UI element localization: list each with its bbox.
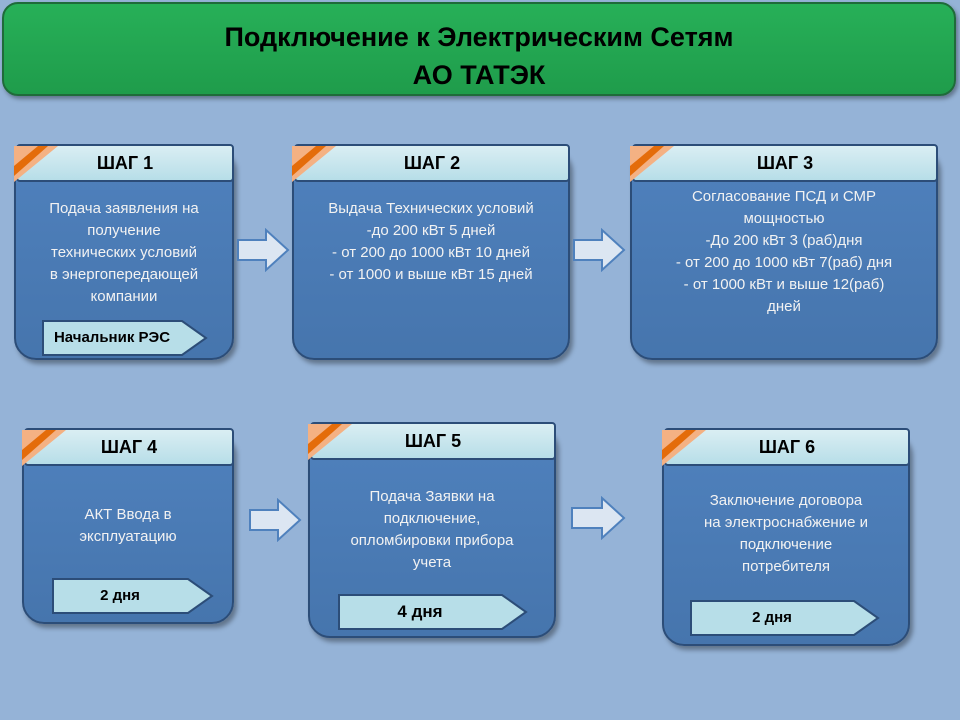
step-1-text: Подача заявления на получение технически… bbox=[49, 200, 199, 305]
step-3-header: ШАГ 3 bbox=[632, 144, 938, 182]
corner-accent-icon bbox=[292, 146, 336, 182]
step-5-text: Подача Заявки на подключение, опломбиров… bbox=[350, 488, 514, 571]
corner-accent-icon bbox=[630, 146, 674, 182]
step-5-title: ШАГ 5 bbox=[404, 431, 462, 451]
step-1-duration-tag: Начальник РЭС bbox=[42, 320, 208, 356]
step-4-tag-label: 2 дня bbox=[100, 587, 140, 604]
corner-accent-icon bbox=[14, 146, 58, 182]
step-5-tag-label: 4 дня bbox=[397, 602, 443, 621]
step-5-card: ШАГ 5 Подача Заявки на подключение, опло… bbox=[308, 422, 556, 638]
step-1-header: ШАГ 1 bbox=[16, 144, 234, 182]
step-1-tag-label: Начальник РЭС bbox=[53, 329, 171, 346]
step-6-title: ШАГ 6 bbox=[758, 437, 816, 457]
step-4-text: АКТ Ввода в эксплуатацию bbox=[79, 506, 177, 545]
step-1-card: ШАГ 1 Подача заявления на получение техн… bbox=[14, 144, 234, 360]
step-2-text: Выдача Технических условий -до 200 кВт 5… bbox=[328, 200, 534, 283]
title-line-2: АО ТАТЭК bbox=[412, 60, 546, 90]
arrow-right-icon bbox=[237, 228, 290, 272]
step-3-text: Согласование ПСД и СМР мощностью -До 200… bbox=[675, 188, 893, 315]
step-4-title: ШАГ 4 bbox=[100, 437, 158, 457]
step-2-header: ШАГ 2 bbox=[294, 144, 570, 182]
step-3-title: ШАГ 3 bbox=[756, 153, 814, 173]
step-3-card: ШАГ 3 Согласование ПСД и СМР мощностью -… bbox=[630, 144, 938, 360]
title-line-1: Подключение к Электрическим Сетям bbox=[224, 22, 734, 52]
corner-accent-icon bbox=[22, 430, 66, 466]
arrow-right-icon bbox=[571, 496, 626, 540]
step-5-duration-tag: 4 дня bbox=[338, 594, 528, 630]
step-6-card: ШАГ 6 Заключение договора на электроснаб… bbox=[662, 428, 910, 646]
step-2-title: ШАГ 2 bbox=[403, 153, 461, 173]
step-4-card: ШАГ 4 АКТ Ввода в эксплуатацию 2 дня bbox=[22, 428, 234, 624]
step-6-header: ШАГ 6 bbox=[664, 428, 910, 466]
corner-accent-icon bbox=[662, 430, 706, 466]
arrow-right-icon bbox=[573, 228, 626, 272]
step-4-duration-tag: 2 дня bbox=[52, 578, 214, 614]
step-6-duration-tag: 2 дня bbox=[690, 600, 880, 636]
arrow-right-icon bbox=[249, 498, 302, 542]
step-6-text: Заключение договора на электроснабжение … bbox=[704, 492, 868, 575]
step-1-title: ШАГ 1 bbox=[96, 153, 154, 173]
step-6-tag-label: 2 дня bbox=[752, 609, 792, 626]
step-5-header: ШАГ 5 bbox=[310, 422, 556, 460]
step-2-card: ШАГ 2 Выдача Технических условий -до 200… bbox=[292, 144, 570, 360]
corner-accent-icon bbox=[308, 424, 352, 460]
title-banner: Подключение к Электрическим Сетям АО ТАТ… bbox=[2, 2, 956, 96]
